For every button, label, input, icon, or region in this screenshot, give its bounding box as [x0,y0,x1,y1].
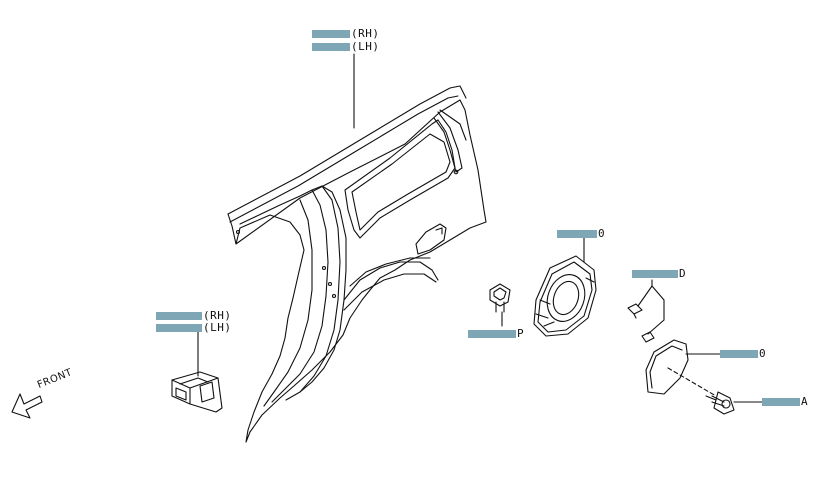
bracket [171,371,223,413]
callout-bumper-stop: D [632,268,686,280]
redacted-part-number [468,330,516,338]
callout-bracket-lh: (LH) [156,322,232,334]
front-arrow-icon [11,393,43,419]
bumper-stops [627,303,655,343]
redacted-part-number [557,230,597,238]
callout-hinge-bolt: A [762,396,808,408]
filler-base [533,255,597,337]
fuel-lid [645,339,689,395]
redacted-part-number [156,324,202,332]
redacted-part-number [312,43,350,51]
callout-quarter-panel-rh: (RH) [312,28,380,40]
callout-clip: P [468,328,524,340]
rear-quarter-panel [227,85,487,443]
hinge-bolt [705,391,735,415]
redacted-part-number [720,350,758,358]
redacted-part-number [632,270,678,278]
callout-filler-base: 0 [557,228,605,240]
callout-quarter-panel-lh: (LH) [312,41,380,53]
redacted-part-number [762,398,800,406]
redacted-part-number [156,312,202,320]
callout-fuel-lid: 0 [720,348,766,360]
leader-lines [197,53,763,403]
clip [489,283,511,313]
redacted-part-number [312,30,350,38]
callout-bracket-rh: (RH) [156,310,232,322]
